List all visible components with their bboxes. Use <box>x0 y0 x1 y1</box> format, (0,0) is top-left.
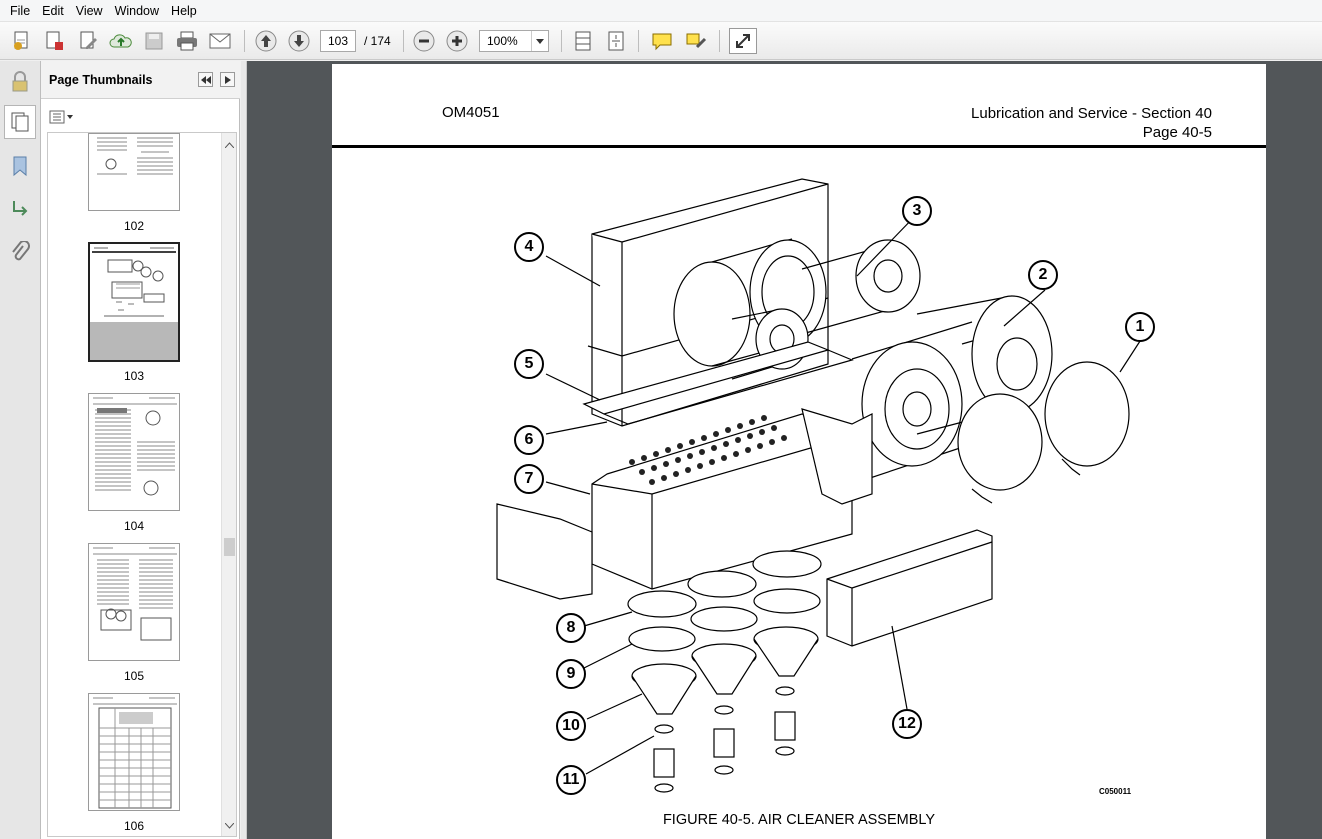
callout-5: 5 <box>514 349 544 379</box>
toolbar: 103 / 174 100% <box>0 22 1322 60</box>
previous-page-icon[interactable] <box>253 28 279 54</box>
fit-page-icon[interactable] <box>603 28 629 54</box>
air-cleaner-figure <box>496 178 1143 793</box>
thumbnail-scrollbar[interactable] <box>221 133 236 836</box>
callout-10: 10 <box>556 711 586 741</box>
pages-icon[interactable] <box>4 105 36 139</box>
menu-bar: File Edit View Window Help <box>0 0 1322 22</box>
thumbnail-label: 102 <box>123 219 145 233</box>
callout-9: 9 <box>556 659 586 689</box>
thumbnail-page[interactable] <box>88 393 180 511</box>
fit-width-icon[interactable] <box>570 28 596 54</box>
expand-right-icon[interactable] <box>220 72 235 87</box>
callout-7: 7 <box>514 464 544 494</box>
callout-2: 2 <box>1028 260 1058 290</box>
comment-icon[interactable] <box>648 28 676 54</box>
scrollbar-thumb[interactable] <box>224 538 235 556</box>
document-page: OM4051 Lubrication and Service - Section… <box>332 64 1266 839</box>
zoom-in-icon[interactable] <box>444 28 470 54</box>
callout-3: 3 <box>902 196 932 226</box>
attachment-icon[interactable] <box>4 235 36 269</box>
scroll-up-icon[interactable] <box>224 137 235 151</box>
thumbnail-list[interactable]: 102 103 104 105 106 <box>47 132 237 837</box>
menu-window[interactable]: Window <box>114 3 160 18</box>
callout-6: 6 <box>514 425 544 455</box>
header-rule <box>332 145 1266 148</box>
collapse-left-icon[interactable] <box>198 72 213 87</box>
callout-4: 4 <box>514 232 544 262</box>
thumbnail-label: 103 <box>123 369 145 383</box>
header-section-title: Lubrication and Service - Section 40 <box>971 105 1212 122</box>
edit-document-icon[interactable] <box>74 28 102 54</box>
page-number-input[interactable]: 103 <box>320 30 356 52</box>
expand-icon[interactable] <box>729 28 757 54</box>
callout-12: 12 <box>892 709 922 739</box>
options-menu[interactable] <box>49 109 77 125</box>
thumbnail-page[interactable] <box>88 693 180 811</box>
header-page-number: Page 40-5 <box>1142 124 1212 141</box>
edit-pdf-icon[interactable] <box>40 28 68 54</box>
thumbnail-label: 104 <box>123 519 145 533</box>
thumbnail-page[interactable] <box>88 133 180 211</box>
zoom-select[interactable]: 100% <box>479 30 549 52</box>
menu-edit[interactable]: Edit <box>42 3 64 18</box>
callout-1: 1 <box>1125 312 1155 342</box>
next-page-icon[interactable] <box>286 28 312 54</box>
email-icon[interactable] <box>206 28 234 54</box>
zoom-value: 100% <box>487 34 518 48</box>
menu-file[interactable]: File <box>10 3 31 18</box>
header-right: Lubrication and Service - Section 40 Pag… <box>971 104 1212 142</box>
panel-header: Page Thumbnails <box>41 61 240 99</box>
chevron-down-icon[interactable] <box>531 31 548 51</box>
navigation-strip <box>0 61 41 839</box>
lock-icon[interactable] <box>4 65 36 99</box>
thumbnail-page[interactable] <box>88 543 180 661</box>
save-icon[interactable] <box>140 28 168 54</box>
callout-11: 11 <box>556 765 586 795</box>
create-pdf-icon[interactable] <box>8 28 36 54</box>
upload-cloud-icon[interactable] <box>106 28 136 54</box>
callout-8: 8 <box>556 613 586 643</box>
signatures-icon[interactable] <box>4 191 36 225</box>
thumbnail-label: 105 <box>123 669 145 683</box>
menu-help[interactable]: Help <box>171 3 197 18</box>
zoom-out-icon[interactable] <box>411 28 437 54</box>
menu-view[interactable]: View <box>75 3 103 18</box>
panel-splitter[interactable] <box>241 61 247 839</box>
scroll-down-icon[interactable] <box>224 818 235 832</box>
page-total: / 174 <box>364 34 391 48</box>
bookmark-icon[interactable] <box>4 149 36 183</box>
figure-code: C050011 <box>1099 787 1132 796</box>
thumbnail-panel: Page Thumbnails 102 103 104 105 106 <box>41 61 240 839</box>
panel-title: Page Thumbnails <box>49 73 153 87</box>
thumbnail-label: 106 <box>123 819 145 833</box>
figure-caption: FIGURE 40-5. AIR CLEANER ASSEMBLY <box>662 812 936 828</box>
header-left: OM4051 <box>442 104 500 121</box>
print-icon[interactable] <box>172 28 202 54</box>
thumbnail-page-selected[interactable] <box>88 242 180 362</box>
highlight-text-icon[interactable] <box>682 28 710 54</box>
